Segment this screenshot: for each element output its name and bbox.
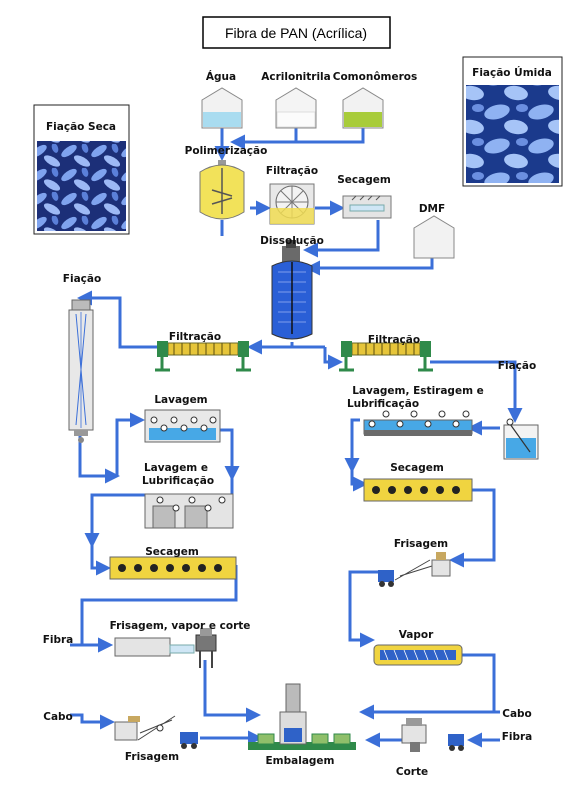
dryer-left	[109, 556, 237, 580]
label-filtracao-top: Filtração	[266, 165, 318, 177]
wash-stretch-lubrication-unit	[363, 410, 473, 436]
polymerization-reactor	[199, 160, 245, 220]
label-filtracao-right: Filtração	[368, 334, 420, 346]
wet-spinning-label: Fiação Úmida	[472, 66, 552, 79]
label-agua: Água	[206, 70, 236, 83]
label-fibra-left: Fibra	[43, 634, 74, 646]
label-acrilonitrila: Acrilonitrila	[261, 71, 331, 83]
filtration-unit-top	[269, 183, 315, 225]
label-cabo-right: Cabo	[502, 708, 532, 720]
washing-bath	[144, 409, 221, 443]
label-secagem-right: Secagem	[390, 462, 444, 474]
process-labels: Água Acrilonitrila Comonômeros Polimeriz…	[43, 70, 536, 778]
dry-spinning-panel: Fiação Seca	[33, 104, 130, 235]
cutter-right	[401, 718, 464, 752]
label-frisagem-bottom: Frisagem	[125, 751, 179, 763]
label-lavagem-lub-2: Lubrificação	[142, 475, 214, 487]
label-fibra-right: Fibra	[502, 731, 533, 743]
acrylonitrile-tank	[275, 87, 317, 129]
label-lav-est-2: Lubrificação	[347, 398, 419, 410]
label-lavagem: Lavagem	[154, 394, 207, 406]
diagram-title: Fibra de PAN (Acrílica)	[225, 25, 367, 41]
flow-lines	[70, 128, 523, 748]
filter-left	[155, 341, 251, 372]
label-fiacao-left: Fiação	[63, 273, 101, 285]
washing-lubrication-unit	[144, 493, 234, 529]
filter-right	[339, 341, 433, 372]
label-secagem-top: Secagem	[337, 174, 391, 186]
crimping-steaming-cutting-unit	[114, 628, 217, 668]
crimper-bottom-left	[114, 715, 198, 749]
crimper-right	[378, 552, 451, 587]
dryer-top	[342, 195, 392, 219]
wet-spinning-bath	[503, 418, 539, 460]
label-dissolucao: Dissolução	[260, 235, 324, 247]
dmf-tank	[413, 215, 455, 259]
dry-fiber-micrograph	[37, 141, 126, 231]
wet-spinning-panel: Fiação Úmida	[462, 56, 563, 187]
label-lavagem-lub-1: Lavagem e	[144, 462, 208, 474]
label-vapor: Vapor	[399, 629, 434, 641]
comonomers-tank	[342, 87, 384, 129]
label-secagem-left: Secagem	[145, 546, 199, 558]
label-frisagem-right: Frisagem	[394, 538, 448, 550]
dryer-right	[363, 478, 473, 502]
label-dmf: DMF	[419, 203, 445, 215]
label-frisagem-vapor: Frisagem, vapor e corte	[110, 620, 251, 632]
label-fiacao-right: Fiação	[498, 360, 536, 372]
dry-spinning-label: Fiação Seca	[46, 121, 116, 133]
dissolver-vessel	[271, 240, 313, 340]
label-filtracao-left: Filtração	[169, 331, 221, 343]
title-box: Fibra de PAN (Acrílica)	[202, 16, 391, 49]
label-embalagem: Embalagem	[266, 755, 335, 767]
label-comonomeros: Comonômeros	[333, 71, 417, 83]
label-lav-est-1: Lavagem, Estiragem e	[352, 385, 484, 397]
packaging-press	[248, 683, 356, 750]
label-polimerizacao: Polimerização	[185, 145, 268, 157]
steamer-right	[373, 644, 463, 666]
water-tank	[201, 87, 243, 129]
wet-fiber-micrograph	[466, 85, 559, 183]
spinning-column	[68, 299, 94, 443]
label-cabo-left: Cabo	[43, 711, 73, 723]
label-corte: Corte	[396, 766, 428, 778]
